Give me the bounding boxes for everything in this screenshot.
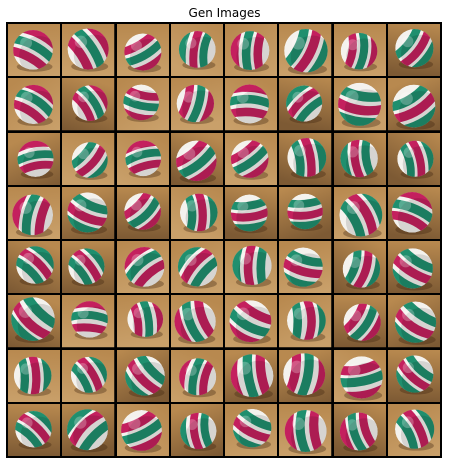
generated-image (387, 186, 440, 239)
ball (394, 29, 434, 68)
ball (11, 297, 55, 342)
generated-image (387, 78, 440, 131)
generated-image (170, 78, 223, 131)
ball (15, 410, 52, 448)
ball (124, 139, 161, 176)
ball (72, 85, 108, 122)
generated-image (116, 241, 169, 294)
generated-image (333, 241, 386, 294)
generated-image (116, 186, 169, 239)
generated-image (387, 349, 440, 402)
generated-image (8, 241, 61, 294)
generated-image (116, 78, 169, 131)
generated-image (62, 78, 115, 131)
generated-image (8, 403, 61, 456)
generated-image (170, 295, 223, 348)
ball (230, 31, 270, 70)
generated-image (225, 403, 278, 456)
ball (68, 248, 105, 285)
generated-image (279, 403, 332, 456)
ball (123, 33, 161, 71)
generated-image (116, 132, 169, 185)
generated-image (279, 295, 332, 348)
ball (287, 137, 327, 177)
ball (71, 301, 109, 339)
generated-image (333, 349, 386, 402)
generated-image (225, 132, 278, 185)
generated-image (62, 403, 115, 456)
ball (174, 300, 216, 343)
generated-image (116, 24, 169, 77)
ball (230, 139, 269, 178)
generated-image (62, 295, 115, 348)
generated-image (387, 132, 440, 185)
generated-image (279, 186, 332, 239)
generated-image (279, 132, 332, 185)
generated-image (116, 295, 169, 348)
generated-image (62, 24, 115, 77)
generated-image (333, 24, 386, 77)
generated-image (8, 24, 61, 77)
generated-image (62, 186, 115, 239)
generated-image (62, 241, 115, 294)
generated-image (333, 403, 386, 456)
ball (287, 193, 324, 229)
ball (71, 141, 108, 178)
figure-title: Gen Images (188, 6, 261, 20)
generated-image (225, 186, 278, 239)
generated-image (333, 186, 386, 239)
generated-image-grid (6, 22, 442, 458)
ball (286, 85, 323, 122)
ball (177, 247, 218, 287)
generated-image (62, 349, 115, 402)
generated-image (225, 349, 278, 402)
generated-image (170, 132, 223, 185)
generated-image (62, 132, 115, 185)
ball (392, 84, 436, 128)
ball (176, 85, 214, 123)
generated-image (333, 78, 386, 131)
generated-image (279, 78, 332, 131)
ball (394, 301, 436, 344)
ball (12, 194, 54, 235)
ball (230, 194, 268, 232)
generated-image (170, 24, 223, 77)
generated-image (387, 24, 440, 77)
generated-image (225, 78, 278, 131)
generated-image (333, 295, 386, 348)
generated-image (116, 403, 169, 456)
generated-image (225, 295, 278, 348)
generated-image (170, 186, 223, 239)
generated-image (387, 241, 440, 294)
generated-image (170, 241, 223, 294)
generated-image (279, 24, 332, 77)
generated-image (8, 186, 61, 239)
generated-image (8, 78, 61, 131)
ball (340, 32, 377, 70)
ball (122, 84, 159, 121)
generated-image (8, 132, 61, 185)
ball (67, 408, 109, 450)
generated-image (333, 132, 386, 185)
ball (124, 247, 164, 287)
generated-image (225, 241, 278, 294)
generated-image (116, 349, 169, 402)
generated-image (387, 403, 440, 456)
generated-image (279, 349, 332, 402)
generated-image (225, 24, 278, 77)
generated-image (387, 295, 440, 348)
generated-image (8, 295, 61, 348)
generated-image (8, 349, 61, 402)
generated-image (170, 403, 223, 456)
ball (13, 30, 53, 70)
ball (67, 192, 108, 233)
ball (175, 140, 217, 181)
ball (229, 300, 272, 343)
generated-image (279, 241, 332, 294)
generated-image (170, 349, 223, 402)
